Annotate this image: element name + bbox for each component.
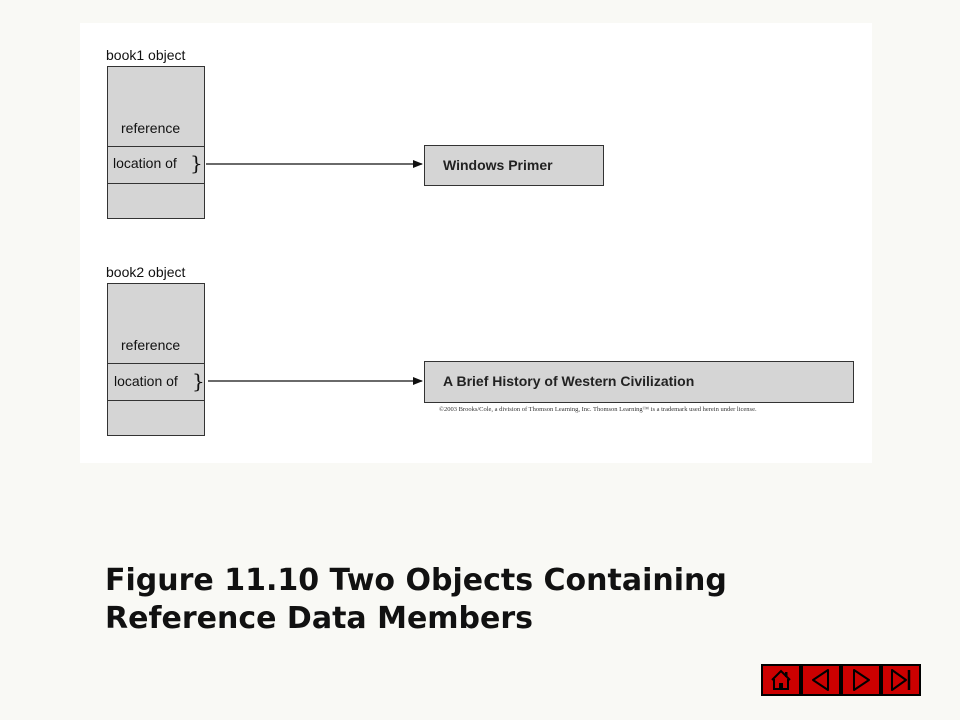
book2-location-cell: location of } bbox=[108, 363, 205, 400]
book1-object-label: book1 object bbox=[106, 47, 186, 63]
book1-location-text: location of bbox=[113, 155, 177, 171]
book2-object-label: book2 object bbox=[106, 264, 186, 280]
book1-location-cell: location of } bbox=[108, 146, 204, 183]
next-icon bbox=[853, 669, 870, 691]
end-button[interactable] bbox=[881, 664, 921, 696]
book2-empty-cell bbox=[108, 400, 204, 435]
end-icon bbox=[891, 669, 911, 691]
figure-caption: Figure 11.10 Two Objects Containing Refe… bbox=[105, 562, 865, 638]
book2-object-box: reference location of } bbox=[107, 283, 205, 436]
book1-brace-icon: } bbox=[190, 151, 203, 175]
figure-panel: book1 object reference location of } Win… bbox=[80, 23, 872, 463]
book1-target-text: Windows Primer bbox=[443, 157, 553, 173]
book1-target-box: Windows Primer bbox=[424, 145, 604, 186]
book1-reference-text: reference bbox=[121, 120, 181, 136]
copyright-notice: ©2003 Brooks/Cole, a division of Thomson… bbox=[439, 406, 757, 413]
home-icon bbox=[771, 669, 791, 690]
book1-object-box: reference location of } bbox=[107, 66, 205, 219]
book2-reference-text: reference bbox=[121, 337, 181, 353]
book2-reference-cell: reference bbox=[108, 284, 204, 363]
book2-location-text: location of bbox=[114, 373, 178, 389]
book2-target-text: A Brief History of Western Civilization bbox=[443, 373, 695, 389]
previous-icon bbox=[812, 669, 829, 691]
book2-brace-icon: } bbox=[192, 369, 205, 393]
book2-target-box: A Brief History of Western Civilization bbox=[424, 361, 854, 403]
caption-line-2: Reference Data Members bbox=[105, 601, 534, 636]
book1-reference-cell: reference bbox=[108, 67, 204, 146]
home-button[interactable] bbox=[761, 664, 801, 696]
previous-button[interactable] bbox=[801, 664, 841, 696]
next-button[interactable] bbox=[841, 664, 881, 696]
caption-line-1: Figure 11.10 Two Objects Containing bbox=[105, 563, 727, 598]
slide-navigation bbox=[761, 664, 921, 696]
book1-empty-cell bbox=[108, 183, 204, 218]
